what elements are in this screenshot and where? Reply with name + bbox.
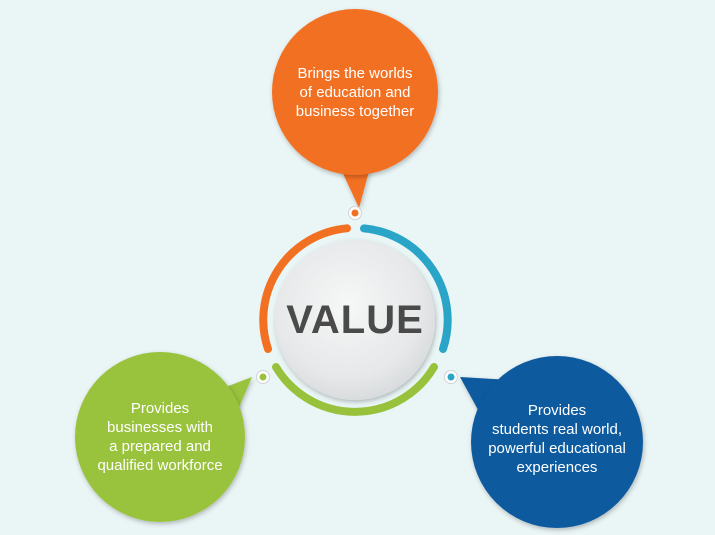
bubble-right-circle [471,356,643,528]
ring-arc-blue [360,224,452,353]
bubble-left-line: a prepared and [109,438,211,455]
center-label: VALUE [286,298,424,342]
bubble-left-circle [75,352,245,522]
bubble-top-circle [272,9,438,175]
ring-arc-orange [259,224,351,353]
bubble-right-text: Provides students real world, powerful e… [472,401,642,477]
ring-arc-green [272,363,438,416]
center-disc [275,240,435,400]
bubble-top [272,9,438,208]
bubble-left-line: Provides [130,400,190,417]
bubble-right-line: students real world, [491,421,623,438]
bubble-right-line: powerful educational [488,440,626,457]
bubble-left-text: Provides businesses with a prepared and … [75,399,245,475]
bubble-top-line: of education and [299,84,411,101]
bubble-left [75,352,252,522]
connector-dot-left [256,370,270,384]
bubble-right [460,356,643,528]
connector-dot-top [348,206,362,220]
connector-dot-right [444,370,458,384]
bubble-right-line: experiences [516,459,598,476]
bubble-left-line: qualified workforce [97,457,223,474]
bubble-top-text: Brings the worlds of education and busin… [275,64,435,121]
bubble-right-line: Provides [527,402,587,419]
bubble-left-line: businesses with [107,419,213,436]
bubble-top-line: business together [295,103,415,120]
bubble-top-line: Brings the worlds [297,65,413,82]
